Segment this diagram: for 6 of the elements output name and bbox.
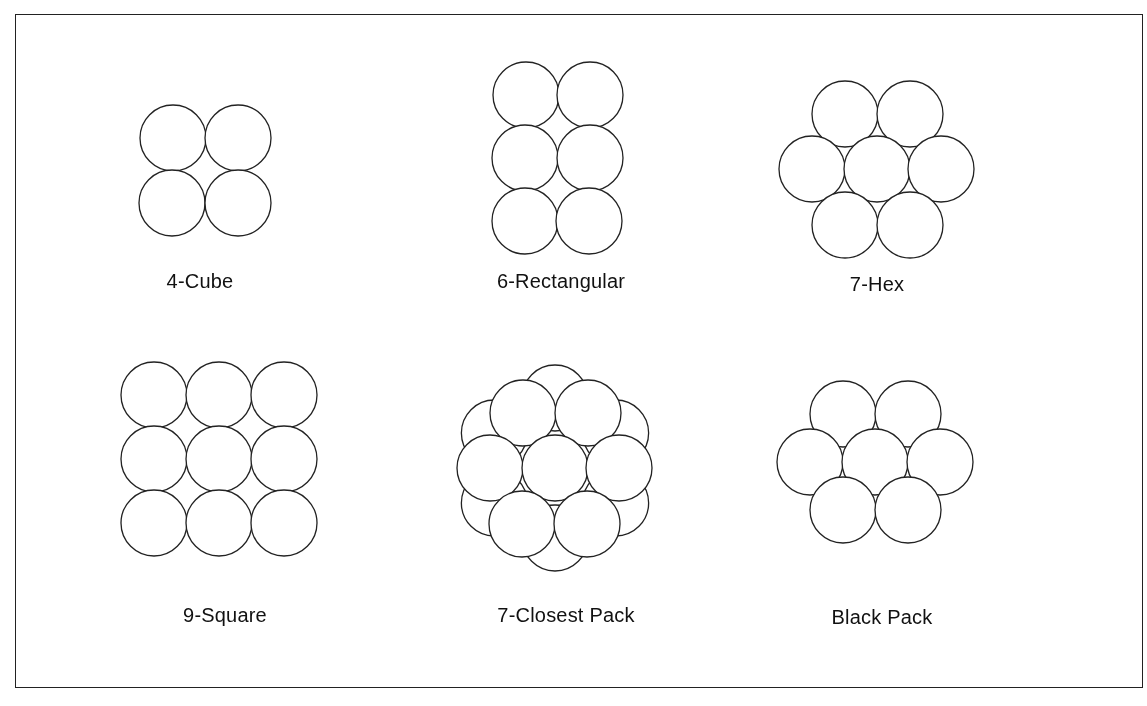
- packing-label: Black Pack: [831, 606, 933, 629]
- packing-label: 6-Rectangular: [496, 270, 626, 293]
- packing-label: 4-Cube: [166, 270, 234, 293]
- packing-label: 7-Closest Pack: [497, 604, 635, 627]
- packing-label: 7-Hex: [849, 273, 905, 296]
- packing-label: 9-Square: [183, 604, 267, 627]
